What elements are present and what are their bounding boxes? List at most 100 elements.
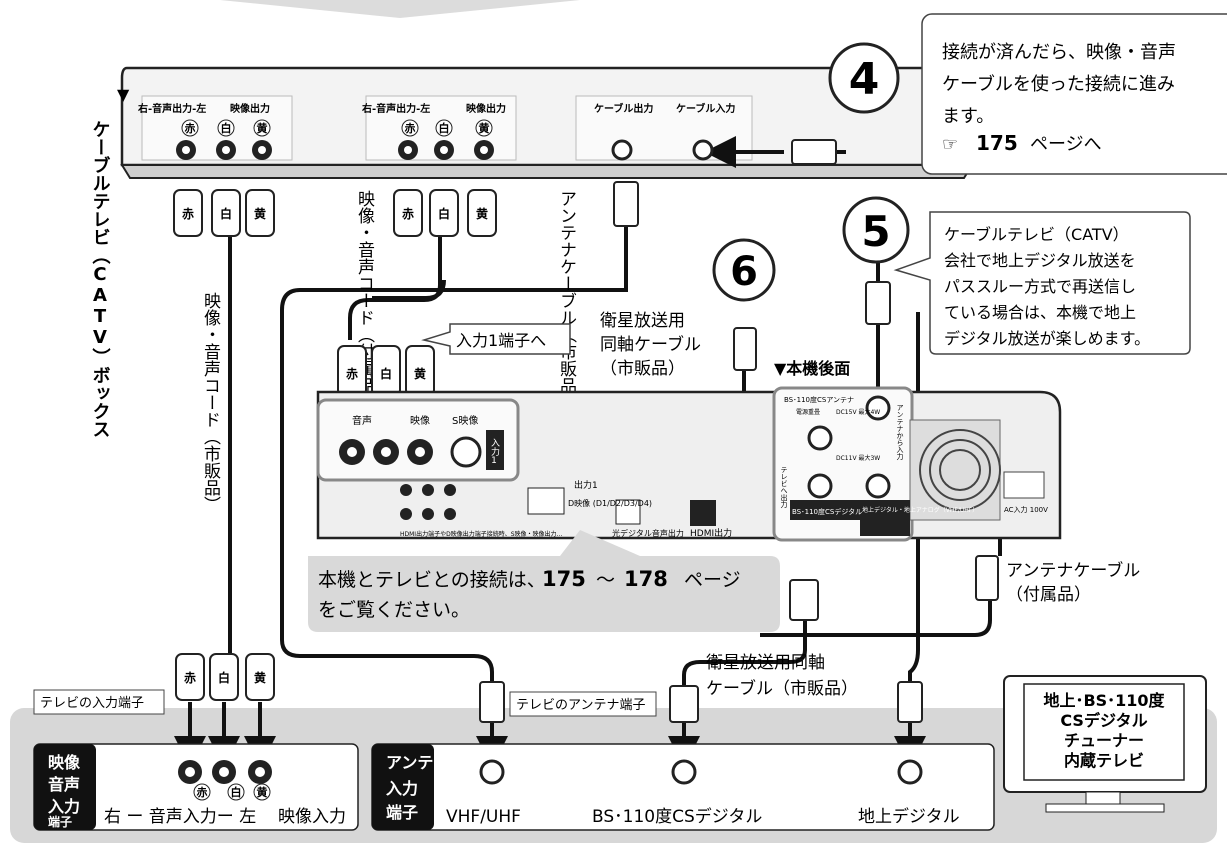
- antenna-cable-plug-right: [975, 555, 999, 601]
- svg-text:5: 5: [861, 207, 890, 256]
- rca-plugs-middle: [393, 189, 497, 237]
- catv-side-label: ▼ ケーブルテレビ（CATV）ボックス: [90, 85, 131, 438]
- sat-cable-top-label-2: 同軸ケーブル: [600, 334, 701, 355]
- catv-callout: ケーブルテレビ（CATV） 会社で地上デジタル放送を パススルー方式で再送信し …: [893, 211, 1191, 355]
- svg-text:端子: 端子: [386, 803, 418, 822]
- antenna-plug-terrestrial: [897, 681, 923, 723]
- svg-text:ページへ: ページへ: [1030, 134, 1102, 155]
- svg-text:CSデジタル: CSデジタル: [1060, 711, 1147, 730]
- tv-icon: 地上･BS･110度 CSデジタル チューナー 内蔵テレビ: [1003, 675, 1207, 813]
- svg-text:接続が済んだら、映像・音声: 接続が済んだら、映像・音声: [942, 42, 1176, 63]
- svg-text:テレビの入力端子: テレビの入力端子: [40, 696, 144, 711]
- recorder-antenna-jacks: [790, 395, 910, 536]
- catv-box-video-label-2: 映像出力: [466, 102, 506, 115]
- catv-box-video-label-1: 映像出力: [230, 102, 270, 115]
- svg-text:178: 178: [624, 567, 668, 591]
- svg-text:映像入力: 映像入力: [278, 807, 346, 827]
- svg-text:黄: 黄: [476, 206, 488, 221]
- svg-text:白: 白: [438, 206, 450, 221]
- tv-connect-note: 本機とテレビとの接続は、 175 ～ 178 ページ をご覧ください。: [308, 530, 780, 632]
- svg-text:地上デジタル: 地上デジタル: [858, 806, 960, 827]
- svg-text:☞: ☞: [942, 134, 958, 155]
- svg-text:映像: 映像: [48, 753, 81, 772]
- svg-text:右 ー 音声入力ー 左: 右 ー 音声入力ー 左: [104, 807, 256, 827]
- rear-svideo-label: S映像: [452, 415, 478, 427]
- svg-text:入力: 入力: [48, 797, 80, 816]
- svg-text:4: 4: [849, 54, 880, 105]
- cable-plug-5: [865, 281, 891, 325]
- step-badge-4: 4: [828, 42, 900, 114]
- svg-text:白: 白: [218, 670, 230, 685]
- antenna-cable-supplied-label-1: アンテナケーブル: [1006, 560, 1140, 581]
- svg-text:BS･110度CSデジタル: BS･110度CSデジタル: [592, 806, 762, 827]
- svg-text:をご覧ください。: をご覧ください。: [318, 599, 470, 621]
- sat-cable-bottom-label-1: 衛星放送用同軸: [706, 653, 825, 673]
- svg-text:入力1端子へ: 入力1端子へ: [456, 331, 546, 350]
- svg-text:黄: 黄: [257, 785, 268, 799]
- recorder-output-jacks: [400, 484, 716, 526]
- top-arrow-shape: [220, 0, 580, 18]
- antenna-plug-vhf: [479, 681, 505, 723]
- rca-plug-labels-input1: 赤 白 黄: [346, 366, 426, 381]
- svg-text:白: 白: [439, 121, 450, 135]
- rear-ac: AC入力 100V: [1004, 505, 1048, 514]
- svg-text:赤: 赤: [185, 121, 196, 135]
- note-box: 接続が済んだら、映像・音声 ケーブルを使った接続に進み ます。 ☞ 175 ペー…: [921, 13, 1227, 175]
- svg-text:～: ～: [596, 569, 615, 591]
- svg-text:6: 6: [730, 249, 758, 295]
- rear-dc15: DC15V 最大4W: [836, 408, 880, 416]
- svg-text:ページ: ページ: [684, 569, 741, 591]
- catv-box-label-1: 右-音声出力-左: [137, 102, 206, 115]
- rear-hdmi-label: HDMI出力: [690, 527, 732, 539]
- svg-text:175: 175: [542, 567, 586, 591]
- svg-text:地上･BS･110度: 地上･BS･110度: [1043, 691, 1165, 710]
- rear-input-tab: 入力1: [489, 438, 500, 466]
- tv-antenna-tag: テレビのアンテナ端子: [509, 691, 657, 717]
- rear-bs-bottom: BS･110度CSデジタル: [792, 507, 862, 516]
- svg-text:黄: 黄: [257, 121, 268, 135]
- rca-plugs-bottom: [175, 653, 275, 701]
- rear-bs-label: BS･110度CSアンテナ: [784, 395, 854, 404]
- tv-antenna-block: アンテナ 入力 端子 VHF/UHF BS･110度CSデジタル 地上デジタル: [371, 743, 995, 831]
- svg-text:入力: 入力: [386, 779, 418, 798]
- antenna-cable-supplied-label-2: （付属品）: [1006, 585, 1091, 605]
- svg-text:黄: 黄: [479, 121, 490, 135]
- step-badge-6: 6: [712, 238, 776, 302]
- svg-text:黄: 黄: [254, 670, 266, 685]
- svg-text:白: 白: [221, 121, 232, 135]
- svg-text:ます。: ます。: [942, 106, 994, 127]
- rear-audio-label: 音声: [352, 414, 372, 427]
- recorder-input1-jacks: [339, 430, 504, 470]
- rear-fine-print: HDMI出力端子やD映像出力端子接続時、S映像・映像出力…: [400, 530, 563, 538]
- rear-tv-out: テレビへ出力: [780, 466, 788, 509]
- rear-output1-label: 出力1: [574, 479, 598, 491]
- av-cord-retail-label: 映像・音声コード（市販品）: [200, 292, 221, 513]
- antenna-plug-bs: [669, 685, 699, 723]
- rear-antenna-from: アンテナから入力: [896, 404, 904, 461]
- sat-cable-bottom-label-2: ケーブル（市販品）: [706, 678, 858, 699]
- rca-plug-labels-bottom: 赤 白 黄: [184, 670, 266, 685]
- svg-text:赤: 赤: [402, 206, 414, 221]
- svg-text:ている場合は、本機で地上: ている場合は、本機で地上: [944, 303, 1136, 322]
- svg-text:内蔵テレビ: 内蔵テレビ: [1064, 751, 1144, 770]
- svg-text:アンテナ: アンテナ: [386, 753, 449, 772]
- catv-cable-in-label: ケーブル入力: [676, 102, 735, 115]
- catv-box-label-2: 右-音声出力-左: [361, 102, 430, 115]
- svg-text:ケーブルテレビ（CATV）: ケーブルテレビ（CATV）: [944, 225, 1129, 244]
- cable-plug-4: [791, 139, 837, 165]
- svg-text:赤: 赤: [197, 785, 208, 799]
- coax-plug-mid: [789, 579, 819, 621]
- rear-terrestrial: 地上デジタル・地上アナログ（VHF/UHF）: [862, 506, 978, 514]
- rca-plug-labels-top: 赤 白 黄 赤 白 黄: [182, 206, 488, 221]
- svg-text:ケーブルを使った接続に進み: ケーブルを使った接続に進み: [942, 73, 1175, 95]
- svg-text:白: 白: [231, 785, 242, 799]
- rear-dc11: DC11V 最大3W: [836, 454, 880, 462]
- sat-cable-top-label-3: （市販品）: [600, 359, 685, 379]
- svg-text:音声: 音声: [48, 775, 80, 794]
- tv-input-tag: テレビの入力端子: [33, 689, 165, 715]
- svg-text:VHF/UHF: VHF/UHF: [446, 807, 521, 827]
- svg-text:会社で地上デジタル放送を: 会社で地上デジタル放送を: [944, 251, 1136, 270]
- svg-text:パススルー方式で再送信し: パススルー方式で再送信し: [944, 277, 1136, 296]
- sat-cable-top-label-1: 衛星放送用: [600, 311, 685, 331]
